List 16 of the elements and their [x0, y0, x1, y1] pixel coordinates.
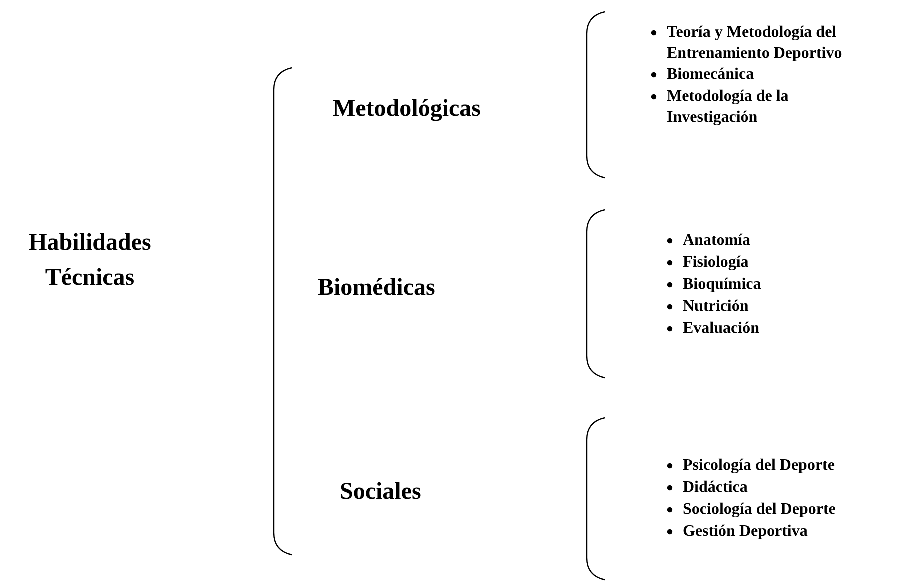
category-heading: Metodológicas [333, 95, 482, 124]
list-item: Anatomía [683, 232, 751, 249]
list-item: Metodología de la Investigación [667, 88, 789, 126]
list-item: Psicología del Deporte [683, 457, 835, 474]
list-item: Biomecánica [667, 66, 754, 83]
list-item: Teoría y Metodología del Entrenamiento Deportivo [667, 24, 842, 62]
category-heading: Biomédicas [318, 274, 436, 303]
list-item: Gestión Deportiva [683, 523, 808, 540]
list-item: Didáctica [683, 479, 748, 496]
list-item: Evaluación [683, 320, 760, 337]
category-heading: Habilidades Técnicas [28, 229, 152, 293]
category-heading: Sociales [340, 478, 422, 507]
list-item: Bioquímica [683, 276, 762, 293]
list-item: Nutrición [683, 298, 749, 315]
list-item: Fisiología [683, 254, 749, 271]
list-item: Sociología del Deporte [683, 501, 836, 518]
